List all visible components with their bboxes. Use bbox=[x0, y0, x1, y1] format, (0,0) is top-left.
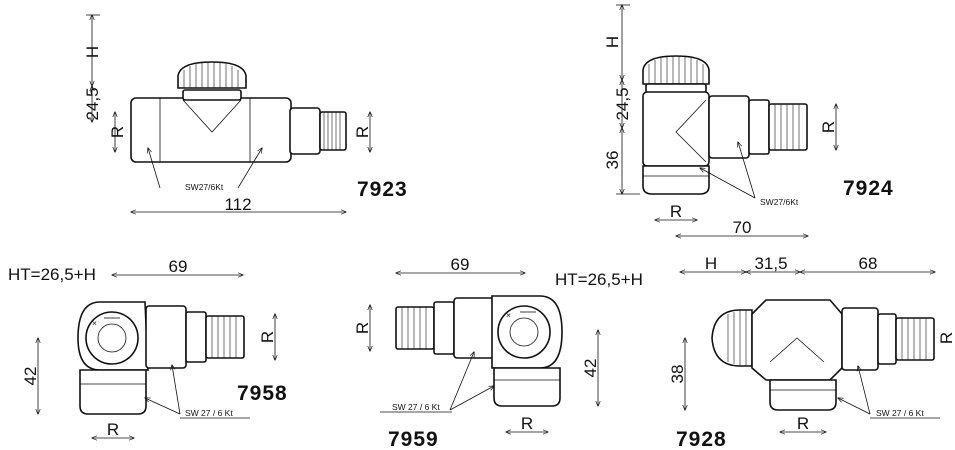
wrench-label-7928: SW 27 / 6 Kt bbox=[876, 408, 924, 418]
dim-r-bottom-7959: R bbox=[521, 414, 533, 433]
dim-36-7924: 36 bbox=[603, 151, 622, 170]
dim-height-7928: 38 bbox=[668, 365, 687, 384]
dim-24-5-7924: 24,5 bbox=[613, 87, 632, 120]
wrench-label-7923: SW27/6Kt bbox=[185, 182, 224, 192]
dim-r-right-7928: R bbox=[937, 332, 955, 344]
dim-h-7923: H bbox=[83, 46, 102, 58]
svg-text:×: × bbox=[506, 310, 511, 320]
dim-r-bottom-7928: R bbox=[797, 414, 809, 433]
model-number-7959: 7959 bbox=[388, 428, 439, 450]
dim-r-right-7923: R bbox=[353, 126, 372, 138]
dim-length-7924: 70 bbox=[733, 218, 752, 237]
wrench-label-7924: SW27/6Kt bbox=[760, 197, 799, 207]
dim-r-right-7924: R bbox=[819, 121, 838, 133]
dim-r-bottom-7924: R bbox=[670, 202, 682, 221]
dim-height-7958: 42 bbox=[21, 367, 40, 386]
model-number-7928: 7928 bbox=[676, 428, 727, 450]
dim-r-left-7923: R bbox=[108, 126, 127, 138]
valve-7928: H 31,5 68 SW 27 / 6 Kt R 38 bbox=[668, 254, 955, 450]
dim-length-7928: 68 bbox=[859, 254, 878, 273]
valve-7958: HT=26,5+H 69 × SW 27 / 6 Kt R 42 bbox=[8, 257, 288, 439]
wrench-label-7958: SW 27 / 6 Kt bbox=[185, 408, 233, 418]
model-number-7923: 7923 bbox=[357, 178, 408, 201]
dim-h-7928: H bbox=[705, 254, 717, 273]
valve-7923: SW27/6Kt H 24,5 R R 112 7923 bbox=[83, 15, 408, 214]
svg-text:×: × bbox=[92, 318, 97, 328]
dim-h-7924: H bbox=[603, 36, 622, 48]
dim-24-5-7923: 24,5 bbox=[83, 87, 102, 120]
dim-length-7958: 69 bbox=[169, 257, 188, 276]
dim-height-7959: 42 bbox=[581, 359, 600, 378]
valve-7924: SW27/6Kt H 24,5 36 R R 70 7924 bbox=[603, 5, 894, 237]
dim-r-bottom-7958: R bbox=[107, 420, 119, 439]
formula-7959: HT=26,5+H bbox=[555, 270, 643, 289]
dim-length-7923: 112 bbox=[224, 195, 251, 214]
wrench-label-7959: SW 27 / 6 Kt bbox=[392, 402, 440, 412]
formula-7958: HT=26,5+H bbox=[8, 265, 96, 284]
valve-7959: 69 HT=26,5+H × SW 27 / 6 Kt R 42 R bbox=[353, 255, 643, 450]
dim-r-right-7958: R bbox=[258, 331, 277, 343]
dim-length-7959: 69 bbox=[451, 255, 470, 274]
model-number-7924: 7924 bbox=[843, 177, 894, 200]
model-number-7958: 7958 bbox=[237, 382, 288, 405]
dim-r-left-7959: R bbox=[353, 322, 372, 334]
dim-mid-7928: 31,5 bbox=[754, 254, 787, 273]
